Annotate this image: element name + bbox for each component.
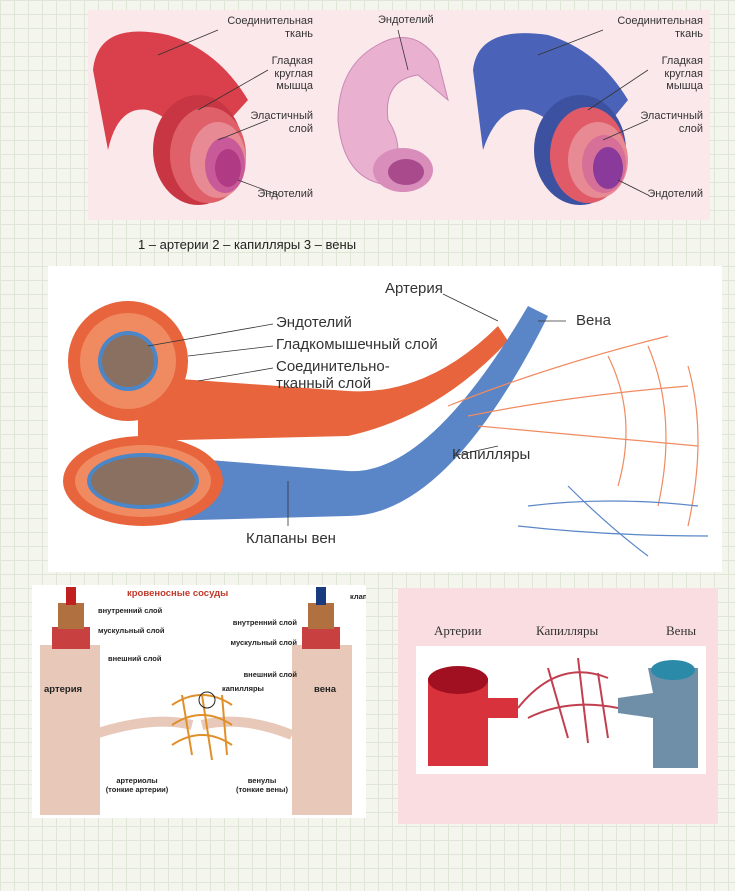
muscle-layer-right: мускульный слой	[230, 638, 297, 647]
venules-name: венулы	[247, 776, 277, 785]
capillary-mesh	[171, 694, 233, 761]
blood-vessels-panel: кровеносные сосуды внутренний слой муску…	[32, 585, 366, 818]
arteries-capillaries-veins-panel: Артерии Капилляры Вены	[398, 588, 718, 824]
vein-elastic-label: Эластичный слой	[640, 110, 703, 135]
capillary-net-4	[517, 657, 619, 744]
valves-label: Клапаны вен	[246, 530, 336, 547]
blood-vessels-illustration	[40, 587, 352, 815]
arteries-label-4: Артерии	[434, 623, 482, 638]
capillaries-label-3: капилляры	[222, 684, 264, 693]
vein-tube	[158, 306, 548, 521]
arterioles-name: артериолы	[116, 776, 158, 785]
vein-label-3: вена	[314, 684, 337, 695]
capillary-illustration	[337, 37, 449, 186]
outer-layer-right: внешний слой	[243, 670, 297, 679]
connective-layer-label: Соединительно-тканный слой	[276, 358, 390, 393]
vein-lumen	[593, 147, 623, 189]
artery-label: Артерия	[385, 280, 443, 297]
capillary-endothelium-label: Эндотелий	[378, 14, 434, 26]
artery-elastic-label: Эластичный слой	[250, 110, 313, 135]
venules-label: венулы (тонкие вены)	[227, 776, 297, 794]
capillary-network	[447, 335, 699, 527]
artery-endothelium-label: Эндотелий	[257, 188, 313, 200]
vein-label: Вена	[576, 312, 611, 329]
artery-connective-label: Соединительная ткань	[227, 15, 313, 40]
artery-tube	[138, 326, 508, 441]
endothelium-label: Эндотелий	[276, 314, 352, 331]
artery-muscle-label: Гладкая круглая мышца	[271, 55, 313, 93]
inner-layer-left: внутренний слой	[98, 606, 163, 615]
veins-label-4: Вены	[666, 623, 697, 638]
panel-title: кровеносные сосуды	[127, 588, 229, 599]
muscle-layer-left: мускульный слой	[98, 626, 165, 635]
arterioles-label: артериолы (тонкие артерии)	[102, 776, 172, 794]
vein-endothelium-label: Эндотелий	[647, 188, 703, 200]
vessel-layers-panel: Соединительная ткань Гладкая круглая мыш…	[88, 10, 710, 220]
vessel-layers-illustration	[93, 29, 649, 205]
vein-muscle-label: Гладкая круглая мышца	[661, 55, 703, 93]
arterioles-sub: (тонкие артерии)	[105, 784, 169, 794]
vessel-structure-panel: Артерия Вена Эндотелий Гладкомышечный сл…	[48, 266, 722, 572]
smooth-muscle-label: Гладкомышечный слой	[276, 336, 438, 353]
outer-layer-left: внешний слой	[108, 654, 162, 663]
vein-connective-label: Соединительная ткань	[617, 15, 703, 40]
caption: 1 – артерии 2 – капилляры 3 – вены	[138, 237, 357, 252]
capillaries-label: Капилляры	[452, 446, 531, 463]
artery-label-3: артерия	[44, 684, 83, 695]
inner-layer-right: внутренний слой	[232, 618, 297, 627]
vein-body	[292, 645, 352, 815]
artery-vein-capillaries-illustration	[63, 293, 709, 557]
artery-body	[40, 645, 100, 815]
vein-shape	[618, 668, 698, 768]
vein-lumen-2	[91, 457, 195, 505]
artery-lumen-2	[102, 335, 154, 387]
capillaries-label-4: Капилляры	[536, 623, 599, 638]
flow-illustration	[416, 646, 706, 774]
artery-shape	[428, 678, 518, 766]
capillary-lumen	[388, 159, 424, 185]
valve-label: клапан	[350, 592, 366, 601]
artery-lumen	[215, 149, 241, 187]
venules-sub: (тонкие вены)	[236, 784, 288, 794]
